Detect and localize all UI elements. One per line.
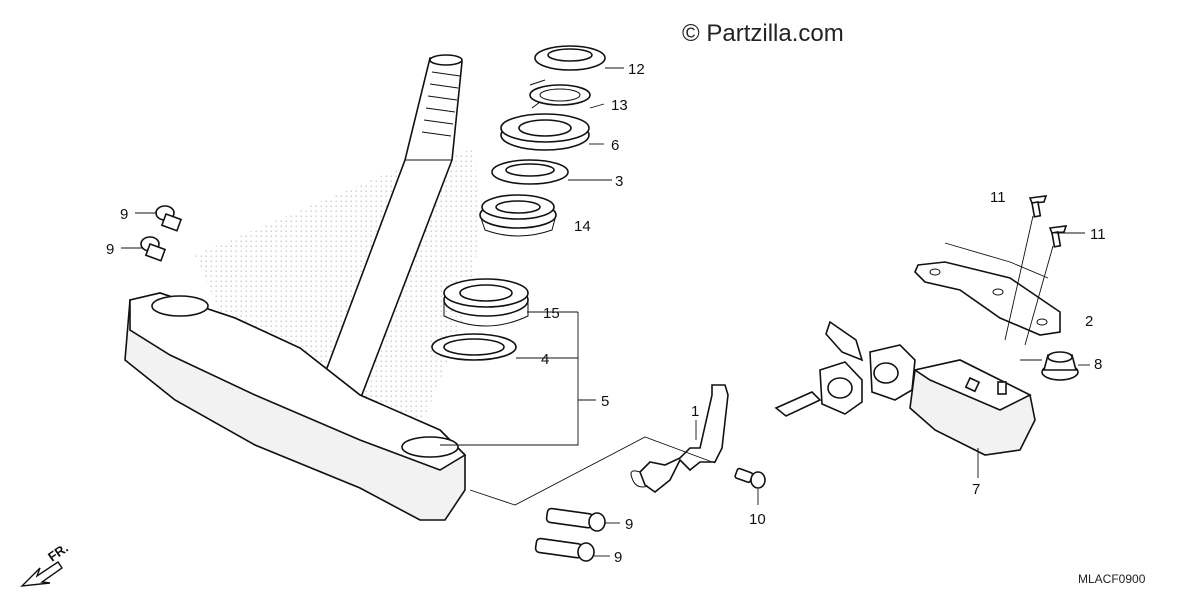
callout-15: 15 — [543, 305, 560, 322]
lower-bearing-15 — [443, 278, 529, 327]
adjusting-nut-6 — [500, 113, 590, 151]
callout-6: 6 — [611, 137, 619, 154]
bracket-2 — [914, 261, 1061, 336]
front-arrow-icon: FR. — [20, 540, 71, 587]
bolt-9-bottom-b — [534, 537, 595, 562]
watermark-text: © Partzilla.com — [682, 20, 844, 47]
key-assembly — [774, 320, 916, 417]
callout-4: 4 — [541, 351, 549, 368]
leader-lines — [121, 67, 1090, 557]
bolt-9-bottom-a — [545, 507, 606, 532]
screw-11-right — [1048, 225, 1068, 248]
bottom-bridge — [124, 292, 467, 521]
dust-seal-3 — [491, 159, 569, 185]
callout-9-upper-left: 9 — [120, 206, 128, 223]
callout-3: 3 — [615, 173, 623, 190]
callout-7: 7 — [972, 481, 980, 498]
screw-11-left — [1028, 195, 1048, 218]
callout-1: 1 — [691, 403, 699, 420]
callout-11-left: 11 — [990, 189, 1006, 206]
cap-8 — [1041, 351, 1079, 381]
callouts: 12 13 6 3 14 15 4 5 9 9 9 9 1 10 11 11 2… — [106, 61, 1106, 566]
callout-9-lower-left: 9 — [106, 241, 114, 258]
bolt-10 — [734, 467, 766, 489]
ignition-switch-7 — [909, 359, 1036, 456]
callout-12: 12 — [628, 61, 645, 78]
bolt-9-upper-left — [155, 205, 183, 232]
wire-clamp-1 — [630, 384, 729, 493]
callout-8: 8 — [1094, 356, 1102, 373]
callout-5: 5 — [601, 393, 609, 410]
callout-2: 2 — [1085, 313, 1093, 330]
bolt-9-lower-left — [140, 236, 167, 262]
steering-stem — [316, 54, 463, 406]
callout-13: 13 — [611, 97, 628, 114]
callout-9-bottom-a: 9 — [625, 516, 633, 533]
lock-nut-12 — [534, 45, 606, 71]
callout-11-right: 11 — [1090, 226, 1106, 243]
callout-9-bottom-b: 9 — [614, 549, 622, 566]
callout-14: 14 — [574, 218, 591, 235]
dust-seal-4 — [431, 333, 517, 361]
upper-bearing-14 — [479, 194, 557, 237]
front-indicator-label: FR. — [45, 540, 71, 564]
callout-10: 10 — [749, 511, 766, 528]
diagram-code: MLACF0900 — [1078, 572, 1146, 586]
lock-washer-13 — [529, 79, 591, 109]
